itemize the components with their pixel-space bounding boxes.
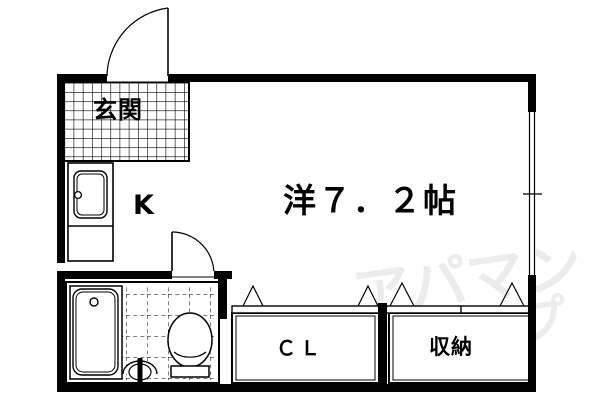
wall-bottom xyxy=(57,384,536,392)
closet-door-track[interactable] xyxy=(231,305,380,314)
wall-closet-divider-full xyxy=(378,303,387,392)
wall-bath-right xyxy=(218,271,227,319)
wall-left-lower xyxy=(57,275,65,392)
closet-cl xyxy=(231,284,380,384)
storage-door-fold-1 xyxy=(389,281,415,307)
entrance-door-opening xyxy=(107,76,168,82)
bath-door-swing-arc xyxy=(171,231,215,275)
washbasin-icon xyxy=(122,358,158,386)
wall-storage-right-nub xyxy=(528,303,536,325)
storage-closet xyxy=(385,281,536,384)
toilet-tank xyxy=(170,365,210,378)
entrance-door-swing-arc xyxy=(106,7,169,79)
storage-inner-outline xyxy=(392,315,532,381)
wall-top-left xyxy=(57,74,107,82)
bathtub-zone xyxy=(69,285,123,380)
closet-door-fold-2 xyxy=(357,284,379,307)
closet-door-fold-1 xyxy=(242,284,264,307)
entrance-floor-tiles xyxy=(65,82,189,161)
closet-inner-outline xyxy=(235,315,376,381)
walls xyxy=(57,74,536,392)
entrance-hall xyxy=(65,81,190,162)
balcony-sliding-window[interactable] xyxy=(523,112,542,275)
wall-right-upper xyxy=(528,74,536,112)
storage-door-fold-2 xyxy=(499,281,525,307)
bath-door[interactable] xyxy=(171,231,215,278)
toilet-icon xyxy=(167,312,213,378)
bathtub-inner xyxy=(75,291,116,373)
bath-door-opening xyxy=(172,271,214,277)
kitchen-sink-unit xyxy=(67,162,114,262)
faucet-icon xyxy=(73,190,83,200)
wall-left-upper xyxy=(57,74,65,263)
wall-bath-top-left xyxy=(57,271,172,279)
wall-top-right xyxy=(168,74,536,82)
entrance-door[interactable] xyxy=(106,7,169,83)
bath-drain-icon xyxy=(89,297,99,307)
wall-right-lower xyxy=(528,275,536,392)
unit-bath xyxy=(65,281,220,386)
